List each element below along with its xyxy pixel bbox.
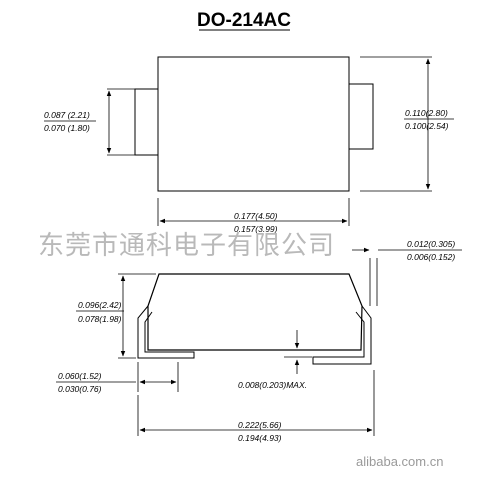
lead-length-max: 0.060(1.52) (58, 371, 102, 381)
body-width-max: 0.177(4.50) (234, 211, 278, 221)
lead-thickness-max: 0.012(0.305) (407, 239, 455, 249)
package-height-min: 0.078(1.98) (78, 314, 122, 324)
lead-thickness-min: 0.006(0.152) (407, 252, 455, 262)
left-lead-pad (134, 88, 159, 156)
diagram-title: DO-214AC (197, 10, 291, 31)
top-view: 0.087 (2.21) 0.070 (1.80) 0.110(2.80) 0.… (44, 56, 454, 234)
package-height-max: 0.096(2.42) (78, 300, 122, 310)
standoff-value: 0.008(0.203)MAX. (238, 380, 307, 390)
side-body (147, 273, 363, 351)
body-height-max: 0.110(2.80) (405, 108, 448, 118)
site-watermark: alibaba.com.cn (356, 454, 443, 469)
company-watermark: 东莞市通科电子有限公司 (38, 231, 335, 261)
body-height-min: 0.100(2.54) (405, 121, 449, 131)
overall-length-max: 0.222(5.66) (238, 420, 282, 430)
lead-height-min: 0.070 (1.80) (44, 123, 90, 133)
side-view: 0.012(0.305) 0.006(0.152) 0.096(2.42) 0.… (56, 239, 462, 443)
top-body (157, 56, 350, 192)
body-width-min: 0.157(3.99) (234, 224, 278, 234)
right-lead-pad (348, 83, 374, 150)
left-lead (137, 305, 195, 359)
overall-length-min: 0.194(4.93) (238, 433, 282, 443)
lead-length-min: 0.030(0.76) (58, 384, 102, 394)
lead-height-max: 0.087 (2.21) (44, 110, 90, 120)
right-lead (312, 305, 372, 365)
